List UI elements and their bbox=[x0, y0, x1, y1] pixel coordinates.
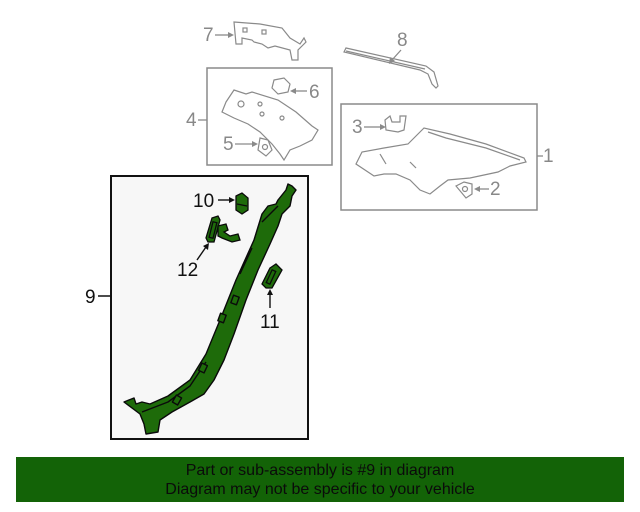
callout-7[interactable]: 7 bbox=[203, 25, 214, 46]
callout-9[interactable]: 9 bbox=[85, 287, 96, 308]
part-4-trim-panel[interactable] bbox=[221, 89, 319, 162]
part-3-clip[interactable] bbox=[384, 114, 407, 133]
callout-5[interactable]: 5 bbox=[223, 134, 234, 155]
callout-12[interactable]: 12 bbox=[177, 260, 198, 281]
callout-11[interactable]: 11 bbox=[260, 312, 280, 333]
banner-line-1: Part or sub-assembly is #9 in diagram bbox=[185, 462, 455, 479]
callout-10[interactable]: 10 bbox=[193, 191, 214, 212]
part-6-clip[interactable] bbox=[271, 77, 291, 95]
part-10-cap[interactable] bbox=[235, 192, 249, 215]
part-12-clip[interactable] bbox=[205, 215, 241, 243]
callout-1[interactable]: 1 bbox=[543, 146, 554, 167]
callout-6[interactable]: 6 bbox=[309, 82, 320, 103]
part-7-bracket[interactable] bbox=[233, 21, 307, 61]
info-banner: Part or sub-assembly is #9 in diagram Di… bbox=[16, 457, 624, 502]
part-5-cap[interactable] bbox=[257, 137, 273, 157]
banner-line-2: Diagram may not be specific to your vehi… bbox=[165, 481, 475, 498]
callout-8[interactable]: 8 bbox=[397, 30, 408, 51]
callout-2[interactable]: 2 bbox=[490, 179, 501, 200]
part-8-weatherstrip[interactable] bbox=[343, 47, 439, 89]
callout-4[interactable]: 4 bbox=[186, 110, 197, 131]
callout-3[interactable]: 3 bbox=[352, 117, 363, 138]
part-11-cover[interactable] bbox=[261, 263, 283, 289]
part-9-pillar-trim[interactable] bbox=[123, 183, 297, 435]
part-1-quarter-trim[interactable] bbox=[355, 127, 527, 195]
part-2-cap[interactable] bbox=[455, 181, 473, 199]
